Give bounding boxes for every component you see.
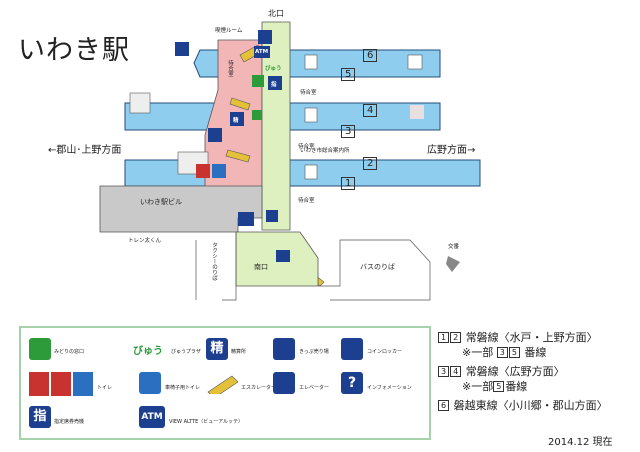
legend-box: みどりの窓口 びゅう びゅうプラザ 精 精算所 きっぷ売り場 コインロッカー ト… [19,326,431,440]
platform-number-2: 2 [363,157,378,170]
information-icon: ? [341,372,363,394]
line-text: 常磐線〈広野方面〉 [465,365,565,378]
legend-label-fare-adjust: 精算所 [231,349,247,355]
map-icons [175,30,460,272]
fare-adjust-icon: 精 [206,338,228,360]
restroom-icon [29,372,93,396]
line-info-row: 6 磐越東線〈小川郷・郡山方面〉 [438,398,608,413]
platform-number-5: 5 [341,68,356,81]
legend-label-locker: コインロッカー [367,349,403,355]
line-num: 5 [493,381,505,392]
line-num: 4 [450,366,462,377]
page-title: いわき駅 [18,35,130,66]
byuu-map-label: びゅう [265,66,282,72]
legend-label-information: インフォメーション [367,385,412,391]
police-box-label: 交番 [448,244,460,250]
legend-label-ticket: きっぷ売り場 [299,349,329,355]
ticket-machine-icon [273,338,295,360]
atm-icon: ATM [139,406,165,428]
midori-window-icon [29,338,51,360]
info-center-label: いわき市総合案内所 [300,148,350,154]
waiting-room-label-4: 待合室 [298,198,315,204]
legend-label-midori: みどりの窓口 [54,349,85,355]
platform-number-1: 1 [341,177,356,190]
line-num: 1 [438,332,450,343]
waiting-room-label-1: 待合室 [227,60,233,77]
direction-hirono-label: 広野方面→ [427,145,476,156]
legend-label-elevator: エレベーター [299,385,330,391]
line-text: ※一部 [462,380,494,393]
platform-number-3: 3 [341,125,356,138]
line-text: 常磐線〈水戸・上野方面〉 [465,331,598,344]
line-num: 2 [450,332,462,343]
north-exit-label: 北口 [268,9,284,18]
platform-number-6: 6 [363,49,378,62]
legend-label-accessible: 車椅子用トイレ [165,385,201,391]
reserved-ticket-icon: 指 [29,406,51,428]
legend-label-atm: VIEW ALTTE（ビューアルッテ） [169,419,244,425]
waiting-room-label-2: 待合室 [300,90,317,96]
date-stamp: 2014.12 現在 [548,437,613,448]
line-text: 磐越東線〈小川郷・郡山方面〉 [453,399,608,412]
south-plaza-outline [195,232,431,301]
line-num: 3 [438,366,450,377]
shitei-map-label: 指 [271,82,277,88]
waiting-room-label-3: 待合室 [298,144,315,150]
accessible-restroom-icon [139,372,161,394]
direction-koriyama-label: ←郡山･上野方面 [48,145,122,156]
line-num: 3 [496,347,508,358]
sei-map-label: 精 [233,118,239,124]
escalator-icon [206,372,240,399]
south-exit-label: 南口 [254,263,268,271]
platform-number-4: 4 [363,104,378,117]
legend-label-restroom: トイレ [97,385,113,391]
tren-label: トレン太くん [128,238,162,244]
view-plaza-icon: びゅう [133,346,163,357]
line-text: 番線 [505,380,528,393]
stairs [129,54,423,180]
smoking-room-label: 喫煙ルーム [215,28,243,34]
station-building [99,185,263,233]
legend-label-escalator: エスカレーター [241,385,277,391]
line-num: 5 [508,347,520,358]
elevator-icon [273,372,295,394]
station-building-label: いわき駅ビル [140,198,182,206]
legend-label-reserved: 指定席券売機 [54,419,85,425]
line-num: 6 [438,400,450,411]
line-text: ※一部 [462,346,497,359]
taxi-label: タクシーのりば [211,242,217,281]
legend-label-view-plaza: びゅうプラザ [171,349,201,355]
passage-area [261,21,291,231]
line-text: 番線 [520,346,547,359]
coin-locker-icon [341,338,363,360]
bus-label: バスのりば [360,263,395,271]
atm-map-label: ATM [255,49,269,55]
